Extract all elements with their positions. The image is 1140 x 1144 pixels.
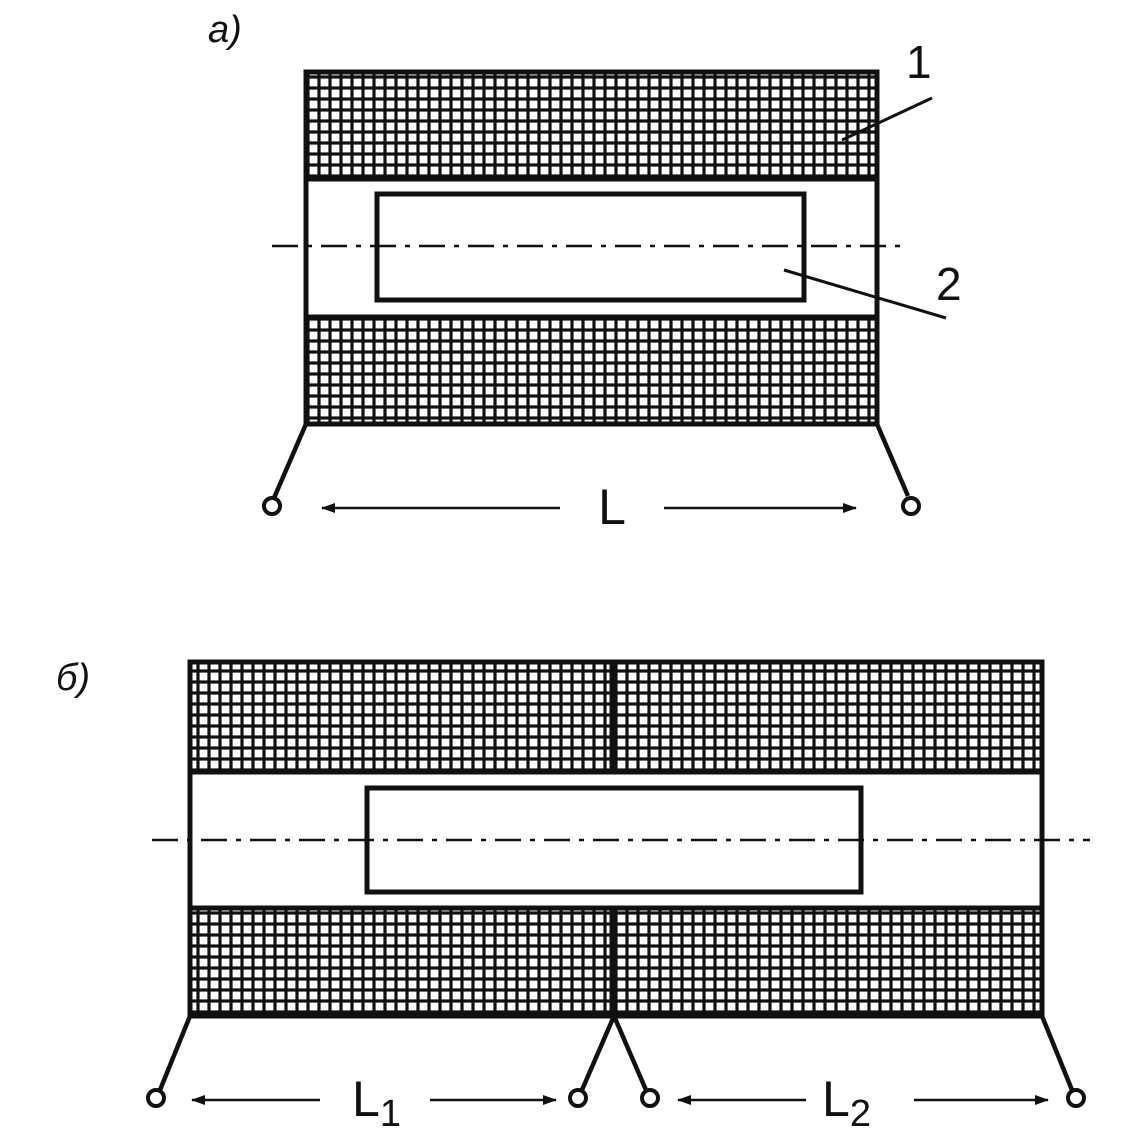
figure-a-bottom-winding: [303, 314, 880, 427]
callout-1-label: 1: [906, 36, 932, 88]
callout-1-leader: [841, 96, 933, 142]
figure-a: а) 1 2 L: [208, 9, 962, 535]
figure-b-right-terminal: [1066, 1088, 1086, 1108]
figure-b-bottom-winding: [187, 905, 1045, 1019]
figure-b-dim1-main: L: [352, 1071, 380, 1127]
figure-a-dimension-label: L: [598, 479, 626, 535]
figure-b: б) L1 L2: [56, 657, 1090, 1135]
figure-b-mid-lead-right: [611, 1015, 649, 1091]
figure-b-label: б): [56, 657, 90, 699]
figure-b-top-winding: [187, 659, 1045, 775]
figure-b-dim2-main: L: [822, 1071, 850, 1127]
figure-a-left-terminal: [262, 496, 282, 516]
figure-a-right-lead: [874, 423, 911, 497]
figure-b-left-lead: [157, 1015, 193, 1091]
figure-b-left-terminal: [146, 1088, 166, 1108]
figure-b-mid-terminal-left: [568, 1088, 588, 1108]
figure-b-dim2-label: L2: [822, 1071, 871, 1135]
figure-b-dim2-sub: 2: [850, 1093, 871, 1135]
figure-b-right-lead: [1039, 1015, 1075, 1091]
figure-b-dim1-sub: 1: [380, 1093, 401, 1135]
figure-b-dim1-label: L1: [352, 1071, 401, 1135]
figure-b-mid-terminal-right: [640, 1088, 660, 1108]
figure-a-top-winding: [303, 69, 880, 182]
figure-a-left-lead: [271, 423, 309, 499]
figure-b-mid-lead-left: [579, 1015, 617, 1091]
callout-2-leader: [783, 268, 947, 320]
figure-a-right-terminal: [901, 496, 921, 516]
figure-a-label: а): [208, 9, 242, 51]
callout-2-label: 2: [936, 258, 962, 310]
